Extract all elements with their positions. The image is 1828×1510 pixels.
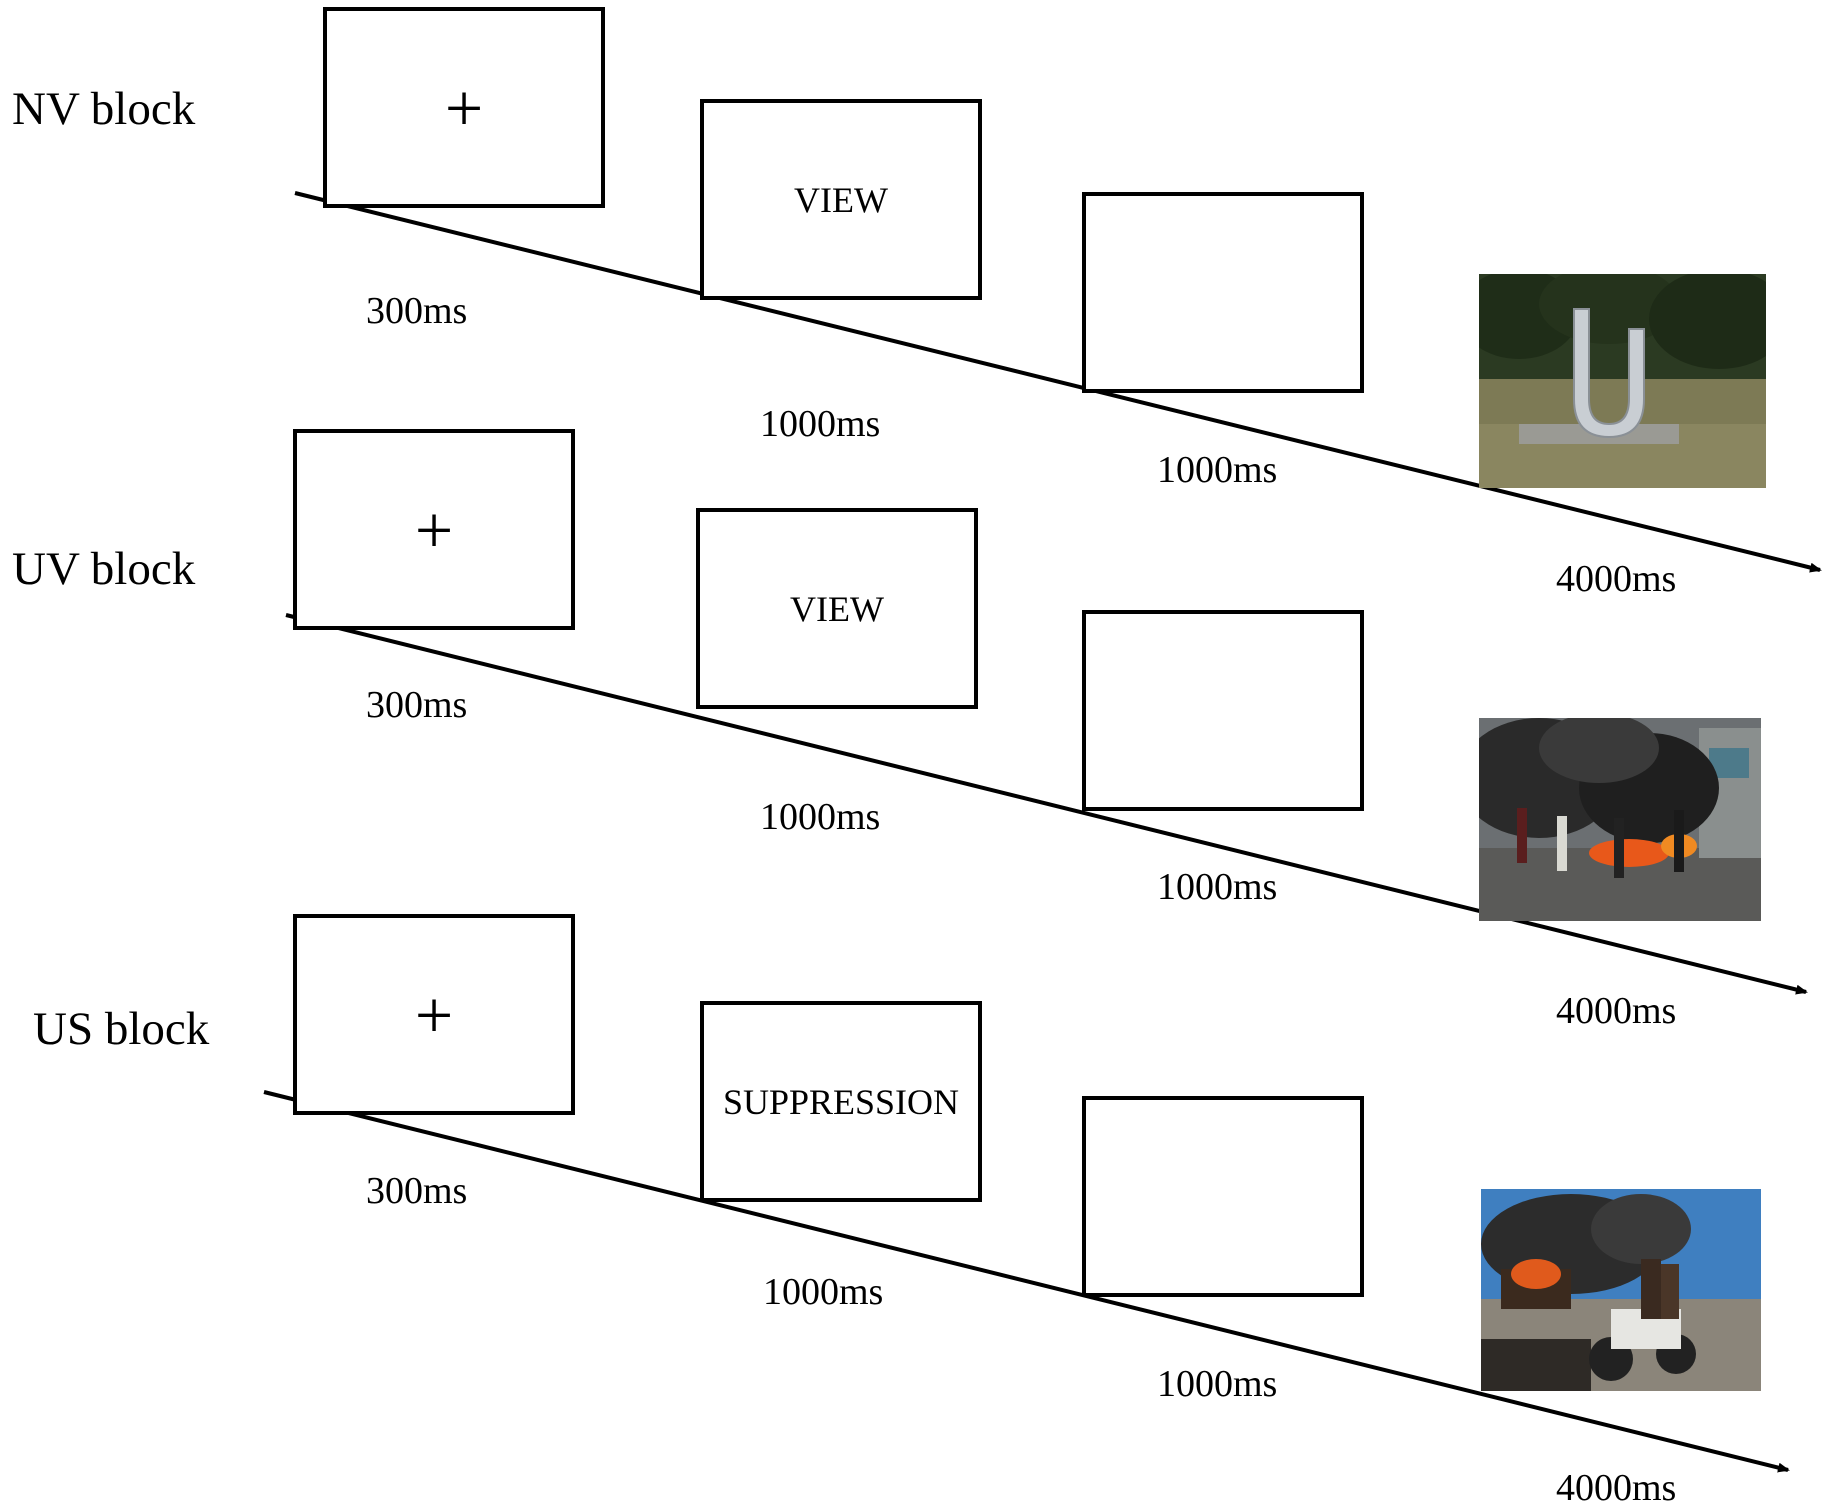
block-label-us: US block [33,1003,210,1055]
fixation-cross: + [414,976,454,1053]
steel-sculpture-park-photo [1479,274,1766,488]
motorbike-burning-street-photo [1481,1189,1761,1391]
fixation-screen-uv: + [293,429,575,630]
duration-fixation-nv: 300ms [366,290,468,332]
fixation-screen-us: + [293,914,575,1115]
block-label-nv: NV block [12,83,196,135]
duration-fixation-us: 300ms [366,1170,468,1212]
block-label-uv: UV block [12,543,196,595]
duration-blank-uv: 1000ms [1157,866,1278,908]
cue-screen-uv: VIEW [696,508,978,709]
fixation-screen-nv: + [323,7,605,208]
cue-screen-us: SUPPRESSION [700,1001,982,1202]
duration-cue-nv: 1000ms [760,403,881,445]
blank-screen-nv [1082,192,1364,393]
duration-picture-uv: 4000ms [1556,990,1677,1032]
cue-text-uv: VIEW [790,588,884,629]
duration-blank-nv: 1000ms [1157,449,1278,491]
fixation-cross: + [414,491,454,568]
cue-text-us: SUPPRESSION [722,1081,960,1122]
fixation-cross: + [444,69,484,146]
street-riot-fire-photo [1479,718,1761,921]
duration-cue-uv: 1000ms [760,796,881,838]
duration-picture-us: 4000ms [1556,1467,1677,1509]
cue-screen-nv: VIEW [700,99,982,300]
cue-text-nv: VIEW [794,179,888,220]
duration-picture-nv: 4000ms [1556,558,1677,600]
duration-fixation-uv: 300ms [366,684,468,726]
duration-blank-us: 1000ms [1157,1363,1278,1405]
blank-screen-uv [1082,610,1364,811]
blank-screen-us [1082,1096,1364,1297]
duration-cue-us: 1000ms [763,1271,884,1313]
